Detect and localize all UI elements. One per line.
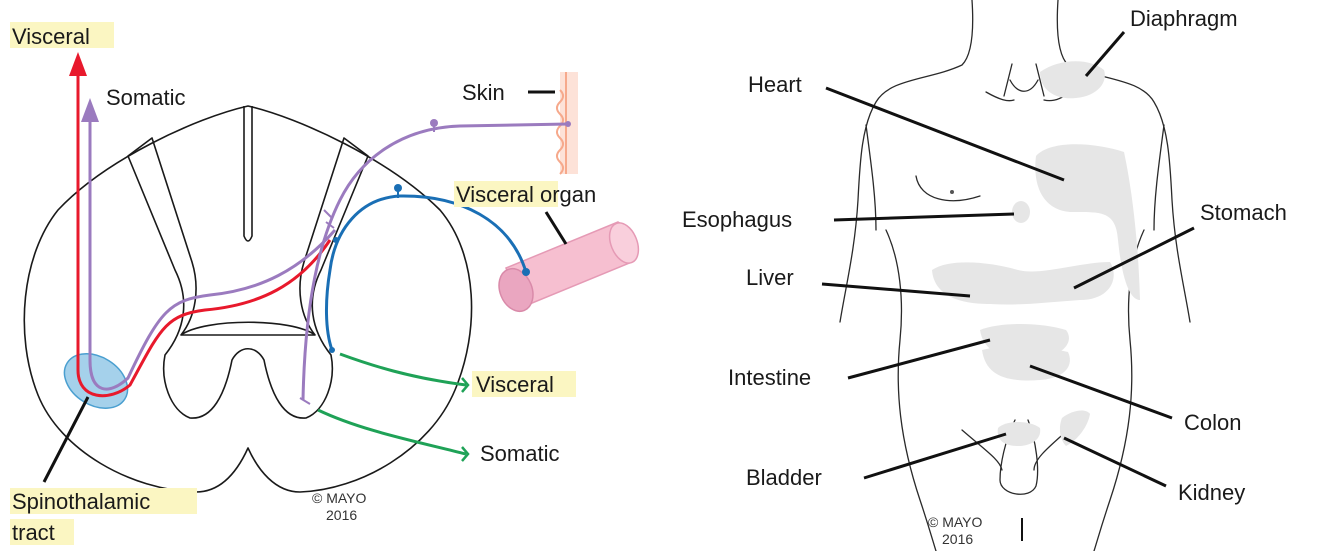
tract-leader xyxy=(44,397,88,482)
somatic-arrowhead xyxy=(81,98,99,122)
left-copyright-line2: 2016 xyxy=(326,507,357,523)
visceral-organ-tube xyxy=(493,219,644,317)
somatic-top-label: Somatic xyxy=(106,85,185,110)
grey-commissure xyxy=(181,322,315,335)
intestine-label: Intestine xyxy=(728,365,811,390)
right-copyright-line2: 2016 xyxy=(942,531,973,547)
visceral-top-label: Visceral xyxy=(12,24,90,49)
left-copyright-line1: © MAYO xyxy=(312,490,367,506)
heart-leader xyxy=(826,88,1064,180)
visceral-green-input xyxy=(340,354,466,385)
skin-label: Skin xyxy=(462,80,505,105)
kidney-zone xyxy=(1060,411,1090,446)
diaphragm-label: Diaphragm xyxy=(1130,6,1238,31)
kidney-leader xyxy=(1064,438,1166,486)
somatic-green-input xyxy=(318,410,466,454)
kidney-label: Kidney xyxy=(1178,480,1245,505)
anterior-median-fissure xyxy=(244,106,252,241)
somatic-ascending-pathway xyxy=(90,115,335,389)
bladder-leader xyxy=(864,434,1006,478)
colon-label: Colon xyxy=(1184,410,1241,435)
visceral-organ-label: Visceral organ xyxy=(456,182,596,207)
skin-afferent-cell-body xyxy=(430,119,438,127)
bladder-label: Bladder xyxy=(746,465,822,490)
visceral-arrowhead xyxy=(69,52,87,76)
somatic-right-label: Somatic xyxy=(480,441,559,466)
visceral-organ-leader xyxy=(546,212,566,244)
heart-label: Heart xyxy=(748,72,802,97)
grey-matter-outline xyxy=(128,138,368,418)
tract-label-line2: tract xyxy=(12,520,55,545)
spinal-cord-diagram: Visceral Somatic Skin Visceral organ Vis… xyxy=(10,22,644,545)
esophagus-label: Esophagus xyxy=(682,207,792,232)
diaphragm-leader xyxy=(1086,32,1124,76)
intestine-leader xyxy=(848,340,990,378)
liver-label: Liver xyxy=(746,265,794,290)
referred-pain-body-map: Diaphragm Heart Esophagus Stomach Liver … xyxy=(682,0,1287,551)
right-copyright-line1: © MAYO xyxy=(928,514,983,530)
esophagus-zone xyxy=(1012,201,1030,223)
stomach-label: Stomach xyxy=(1200,200,1287,225)
visceral-afferent-cell-body xyxy=(394,184,402,192)
visceral-afferent-fiber xyxy=(326,196,526,350)
visceral-right-label: Visceral xyxy=(476,372,554,397)
colon-leader xyxy=(1030,366,1172,418)
esophagus-leader xyxy=(834,214,1014,220)
tract-label-line1: Spinothalamic xyxy=(12,489,150,514)
